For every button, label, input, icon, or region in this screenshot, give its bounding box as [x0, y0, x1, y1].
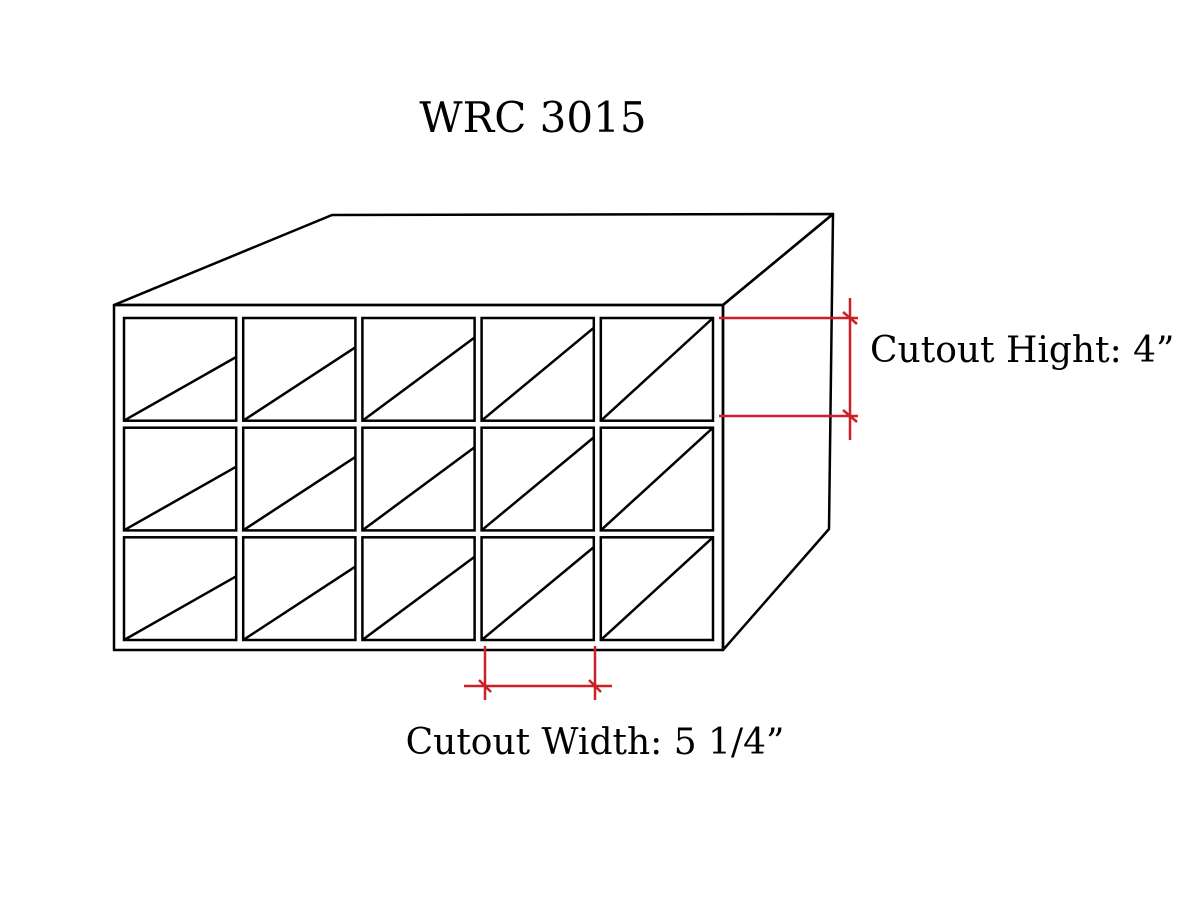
- rack-cell: [599, 426, 715, 532]
- rack-cell: [480, 316, 596, 422]
- rack-cell: [122, 536, 238, 642]
- rack-cell-divider: [599, 317, 714, 422]
- rack-side-face: [721, 212, 835, 652]
- rack-cell-divider: [361, 555, 476, 642]
- rack-front-face: [112, 303, 725, 652]
- rack-cell: [361, 536, 476, 642]
- rack-cell: [361, 426, 476, 532]
- height-tick-top: [842, 311, 858, 325]
- rack-cell: [599, 536, 715, 642]
- rack-cell-divider: [242, 346, 357, 422]
- rack-cell: [599, 316, 715, 422]
- rack-cell: [122, 426, 238, 532]
- height-dimension: [719, 298, 858, 440]
- rack-cell-divider: [599, 426, 714, 532]
- rack-cell: [122, 316, 238, 422]
- rack-cell-divider: [480, 326, 595, 422]
- rack-cell: [480, 426, 596, 532]
- rack-cell-divider: [361, 446, 476, 532]
- rack-cell-grid: [122, 316, 715, 642]
- cutout-width-label: Cutout Width: 5 1/4”: [406, 722, 785, 763]
- rack-cell-divider: [123, 575, 237, 642]
- rack-cell: [241, 316, 357, 422]
- rack-cell-divider: [123, 465, 237, 532]
- rack-cell-divider: [242, 455, 357, 532]
- rack-cell: [241, 536, 357, 642]
- width-dimension: [464, 646, 612, 700]
- rack-cell: [480, 536, 596, 642]
- rack-cell: [241, 426, 357, 532]
- rack-cell-divider: [123, 355, 237, 422]
- height-tick-bottom: [842, 409, 858, 423]
- rack-top-face: [112, 212, 835, 307]
- width-tick-left: [478, 679, 492, 693]
- rack-cell-divider: [599, 536, 714, 641]
- rack-cell-divider: [480, 436, 595, 532]
- rack-box: [112, 212, 835, 652]
- rack-cell: [361, 316, 476, 422]
- rack-cell-divider: [242, 565, 357, 642]
- cutout-height-label: Cutout Hight: 4”: [870, 330, 1174, 371]
- rack-cell-divider: [361, 336, 476, 422]
- rack-cell-divider: [480, 546, 595, 641]
- width-tick-right: [588, 679, 602, 693]
- diagram-title: WRC 3015: [419, 93, 646, 142]
